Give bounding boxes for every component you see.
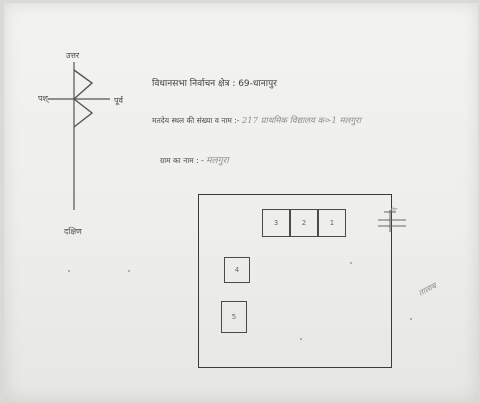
compass-north-arrow-icon [48,62,110,210]
room-1: 1 [318,209,346,237]
room-3: 3 [262,209,290,237]
compass-east-label: पूर्व [114,96,123,105]
compass-south-label: दक्षिण [64,227,82,236]
room-2: 2 [290,209,318,237]
room-4: 4 [224,257,250,283]
scan-speck [300,338,302,340]
village-line: ग्राम का नाम : - मलगुरा [160,148,229,167]
constituency-heading: विधानसभा निर्वाचन क्षेत्र : 69-धानापुर [152,79,277,89]
village-value: मलगुरा [206,156,229,166]
gate-marking-icon [378,210,406,232]
gate-label: गेट [390,207,397,214]
premises-boundary [198,194,392,368]
document-page [4,3,478,402]
compass-west-label: पश् [38,94,48,103]
scan-speck [68,270,70,272]
booth-label: मतदेय स्थल की संख्या व नाम :- [152,116,242,125]
booth-line: मतदेय स्थल की संख्या व नाम :- 217 प्राथम… [152,108,361,127]
scan-speck [410,318,412,320]
booth-value: 217 प्राथमिक विद्यालय क०-1 मलगुरा [241,116,361,126]
village-label: ग्राम का नाम : - [160,156,207,165]
scan-speck [350,262,352,264]
scan-speck [128,270,130,272]
compass-north-label: उत्तर [66,51,80,60]
room-5: 5 [221,301,247,333]
